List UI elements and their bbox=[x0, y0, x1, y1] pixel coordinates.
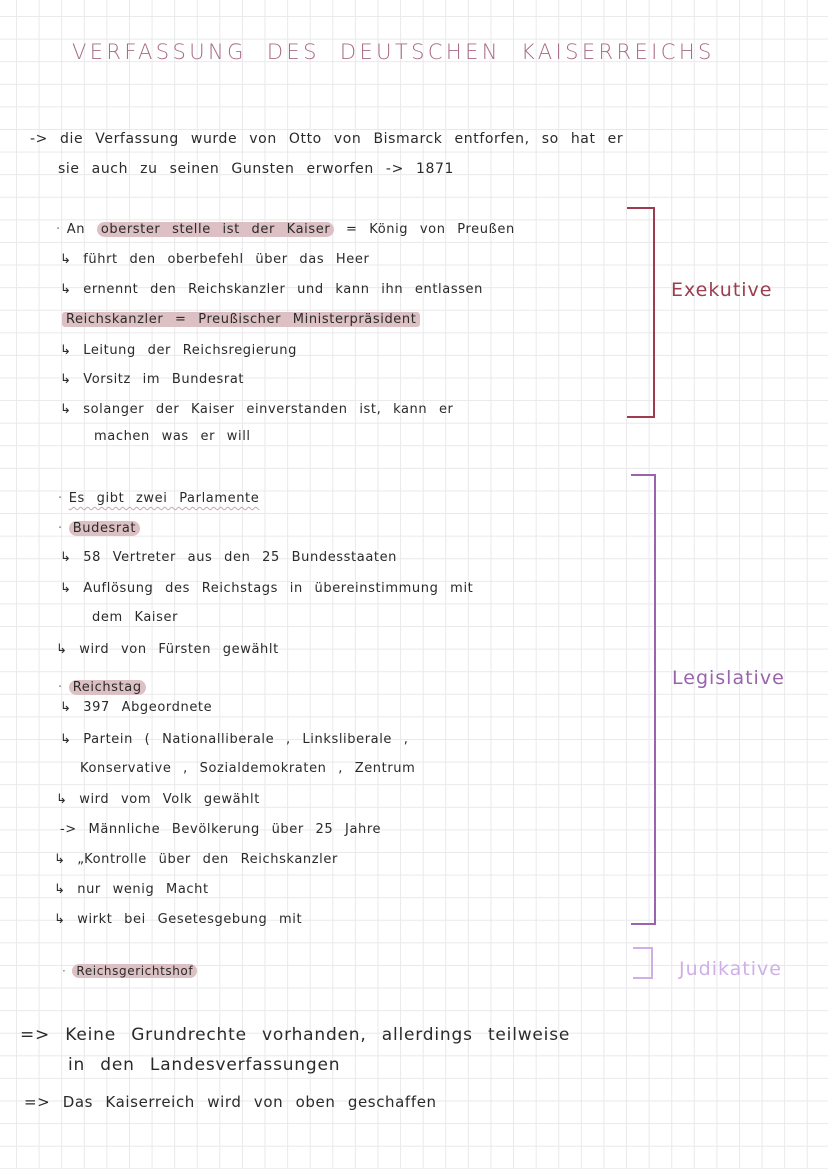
judikative-label: Judikative bbox=[679, 958, 782, 980]
bullet-dot: · bbox=[58, 491, 63, 506]
kaiser-point-2: ↳ ernennt den Reichskanzler und kann ihn… bbox=[60, 282, 483, 297]
kaiser-suffix: = König von Preußen bbox=[346, 222, 515, 237]
reichstag-point-2: ↳ Partein ( Nationalliberale , Linkslibe… bbox=[60, 732, 409, 747]
bundesrat-continuation: dem Kaiser bbox=[92, 610, 179, 625]
reichstag-point-6: ↳ nur wenig Macht bbox=[54, 882, 209, 897]
judikative-bracket bbox=[633, 947, 653, 979]
intro-line-1: -> die Verfassung wurde von Otto von Bis… bbox=[30, 131, 624, 147]
kaiser-point-1: ↳ führt den oberbefehl über das Heer bbox=[60, 252, 370, 267]
parlamente-heading: · Es gibt zwei Parlamente bbox=[58, 490, 259, 508]
kanzler-point-2: ↳ Vorsitz im Bundesrat bbox=[60, 372, 245, 387]
intro-line-2: sie auch zu seinen Gunsten erworfen -> 1… bbox=[58, 161, 454, 177]
reichstag-parties-continuation: Konservative , Sozialdemokraten , Zentru… bbox=[80, 761, 416, 776]
reichstag-title: Reichstag bbox=[68, 680, 146, 695]
bullet-dot: · bbox=[56, 222, 61, 237]
reichsgerichtshof: Reichsgerichtshof bbox=[72, 964, 198, 978]
judikative-item: · Reichsgerichtshof bbox=[62, 962, 198, 980]
kanzler-point-3: ↳ solanger der Kaiser einverstanden ist,… bbox=[60, 402, 454, 417]
reichstag-point-5: ↳ „Kontrolle über den Reichskanzler bbox=[54, 852, 338, 867]
bundesrat-point-2: ↳ Auflösung des Reichstags in übereinsti… bbox=[60, 581, 474, 596]
bundesrat-heading: · Budesrat bbox=[58, 520, 141, 538]
reichstag-point-1: ↳ 397 Abgeordnete bbox=[60, 700, 213, 715]
bullet-dot: · bbox=[58, 680, 63, 695]
bundesrat-point-1: ↳ 58 Vertreter aus den 25 Bundesstaaten bbox=[60, 550, 398, 565]
kanzler-point-1: ↳ Leitung der Reichsregierung bbox=[60, 343, 297, 358]
bundesrat-title: Budesrat bbox=[68, 521, 141, 536]
parlamente-heading-text: Es gibt zwei Parlamente bbox=[68, 491, 260, 506]
kanzler-heading: Reichskanzler = Preußischer Ministerpräs… bbox=[62, 311, 421, 329]
reichstag-heading: · Reichstag bbox=[58, 679, 146, 697]
bullet-dot: · bbox=[62, 964, 67, 978]
reichstag-point-3: ↳ wird vom Volk gewählt bbox=[56, 792, 260, 807]
reichstag-point-4: -> Männliche Bevölkerung über 25 Jahre bbox=[60, 822, 382, 837]
conclusion-line-2: in den Landesverfassungen bbox=[68, 1055, 341, 1075]
exekutive-bracket bbox=[627, 207, 655, 418]
kanzler-highlight: Reichskanzler = Preußischer Ministerpräs… bbox=[62, 312, 421, 327]
bundesrat-point-3: ↳ wird von Fürsten gewählt bbox=[56, 642, 279, 657]
exekutive-label: Exekutive bbox=[671, 279, 773, 301]
kaiser-line: · An oberster stelle ist der Kaiser = Kön… bbox=[56, 221, 515, 239]
kaiser-prefix: An bbox=[66, 222, 86, 237]
bullet-dot: · bbox=[58, 521, 63, 536]
page-title: VERFASSUNG DES DEUTSCHEN KAISERREICHS bbox=[72, 40, 715, 64]
reichstag-point-7: ↳ wirkt bei Gesetesgebung mit bbox=[54, 912, 303, 927]
kanzler-continuation: machen was er will bbox=[94, 429, 251, 444]
legislative-bracket bbox=[631, 474, 656, 925]
conclusion-line-3: => Das Kaiserreich wird von oben geschaf… bbox=[24, 1093, 437, 1111]
legislative-label: Legislative bbox=[672, 667, 785, 689]
conclusion-line-1: => Keine Grundrechte vorhanden, allerdin… bbox=[20, 1025, 571, 1045]
kaiser-highlight: oberster stelle ist der Kaiser bbox=[96, 222, 335, 237]
